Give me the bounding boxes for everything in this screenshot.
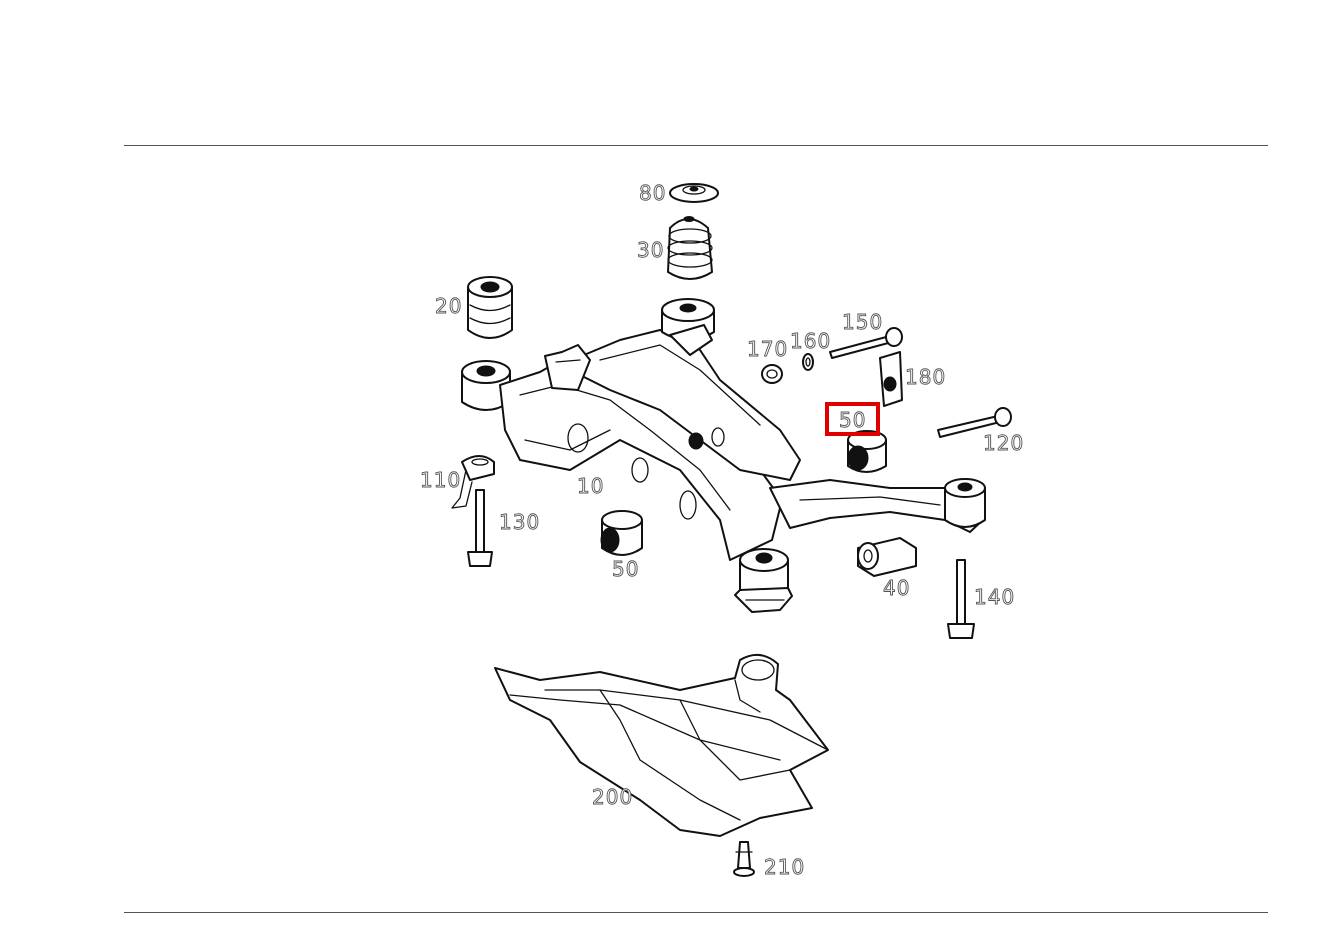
part-160-washer[interactable] <box>802 353 814 371</box>
callout-50[interactable]: 50 <box>612 557 639 582</box>
part-180-eccentric-plate[interactable] <box>879 351 903 407</box>
callout-140[interactable]: 140 <box>974 585 1015 610</box>
part-150-bolt[interactable] <box>829 327 903 359</box>
part-110-bracket[interactable] <box>451 455 495 509</box>
part-120-bolt[interactable] <box>937 407 1012 438</box>
callout-20[interactable]: 20 <box>435 294 462 319</box>
part-40-bushing[interactable] <box>857 537 917 577</box>
callout-200[interactable]: 200 <box>592 785 633 810</box>
header-rule <box>124 145 1268 146</box>
part-210-clip[interactable] <box>733 841 755 877</box>
part-140-bolt[interactable] <box>947 559 975 639</box>
footer-rule <box>124 912 1268 913</box>
callout-180[interactable]: 180 <box>905 365 946 390</box>
part-130-bolt[interactable] <box>467 489 493 567</box>
callout-210[interactable]: 210 <box>764 855 805 880</box>
callout-80[interactable]: 80 <box>639 181 666 206</box>
part-30-rubber-buffer[interactable] <box>667 216 713 280</box>
callout-130[interactable]: 130 <box>499 510 540 535</box>
callout-160[interactable]: 160 <box>790 329 831 354</box>
callout-170[interactable]: 170 <box>747 337 788 362</box>
callout-30[interactable]: 30 <box>637 238 664 263</box>
callout-10[interactable]: 10 <box>577 474 604 499</box>
part-10-rear-subframe[interactable] <box>461 298 986 613</box>
selected-part-highlight <box>825 402 880 436</box>
part-50-bushing[interactable] <box>600 510 643 556</box>
callout-50-selected[interactable]: 50 <box>839 408 866 433</box>
part-20-subframe-bushing[interactable] <box>467 276 513 339</box>
callout-120[interactable]: 120 <box>983 431 1024 456</box>
part-170-nut[interactable] <box>761 364 783 384</box>
part-80-stop-plate[interactable] <box>669 183 719 203</box>
part-200-underbody-panel[interactable] <box>494 653 829 837</box>
part-50-selected-bushing[interactable] <box>847 430 887 473</box>
callout-110[interactable]: 110 <box>420 468 461 493</box>
callout-40[interactable]: 40 <box>883 576 910 601</box>
callout-150[interactable]: 150 <box>842 310 883 335</box>
